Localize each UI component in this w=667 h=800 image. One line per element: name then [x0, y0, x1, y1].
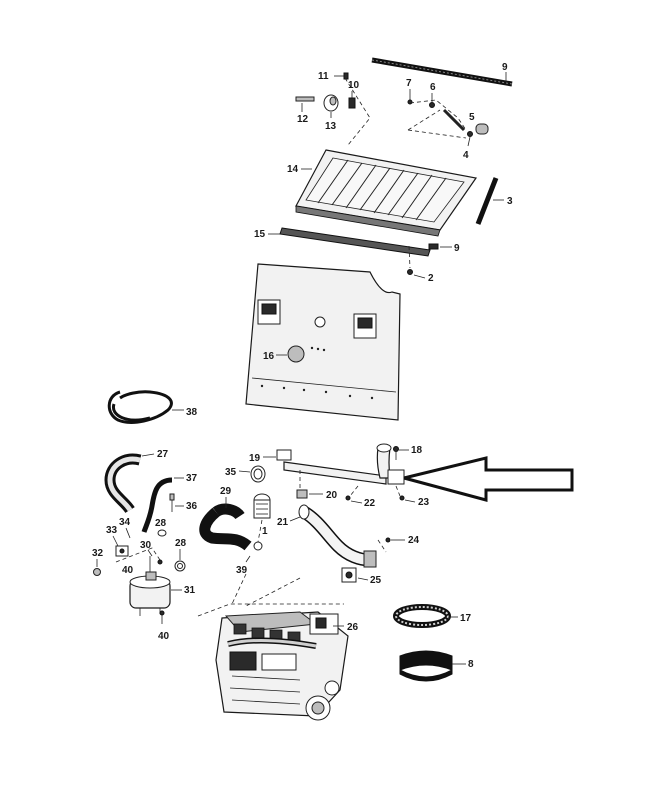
- callout-12: 12: [297, 114, 309, 125]
- callout-32: 32: [92, 548, 104, 559]
- part-14-grille-frame: [295, 149, 478, 237]
- callout-25: 25: [370, 575, 382, 586]
- callout-40-upper: 40: [122, 565, 134, 576]
- callout-18: 18: [411, 445, 423, 456]
- callout-37: 37: [186, 473, 198, 484]
- part-3-side-bar: [475, 177, 499, 225]
- part-33-bracket: [115, 545, 129, 557]
- callout-5: 5: [469, 112, 475, 123]
- callout-35: 35: [225, 467, 237, 478]
- callout-11: 11: [318, 71, 329, 82]
- part-15-strip: [279, 227, 431, 257]
- callout-38: 38: [186, 407, 198, 418]
- callout-7: 7: [406, 78, 412, 89]
- part-37-hose: [141, 477, 173, 533]
- part-27-hose: [104, 453, 142, 514]
- part-16-front-panel: [245, 263, 401, 421]
- callout-10: 10: [348, 80, 360, 91]
- callout-29: 29: [220, 486, 232, 497]
- callout-24: 24: [408, 535, 420, 546]
- part-35-clamp: [250, 465, 266, 483]
- part-29-hose: [199, 503, 252, 551]
- callout-26: 26: [347, 622, 359, 633]
- pointer-arrow: [403, 456, 574, 502]
- callout-28-upper: 28: [155, 518, 167, 529]
- callout-3: 3: [507, 196, 513, 207]
- callout-9-lower: 9: [454, 243, 460, 254]
- callout-6: 6: [430, 82, 436, 93]
- part-13-bushing: [323, 94, 339, 118]
- callout-1: 1: [262, 526, 268, 537]
- callout-22: 22: [364, 498, 376, 509]
- part-12-pin: [295, 96, 315, 112]
- callout-40-lower: 40: [158, 631, 170, 642]
- part-8-belt: [399, 650, 453, 682]
- callout-27: 27: [157, 449, 169, 460]
- callout-16: 16: [263, 351, 275, 362]
- part-25-flange: [341, 567, 357, 583]
- callout-15: 15: [254, 229, 266, 240]
- callout-33: 33: [106, 525, 118, 536]
- callout-9-top: 9: [502, 62, 508, 73]
- callout-23: 23: [418, 497, 430, 508]
- part-17-belt: [393, 604, 451, 628]
- callout-20: 20: [326, 490, 338, 501]
- callout-34: 34: [119, 517, 131, 528]
- callout-8: 8: [468, 659, 474, 670]
- callout-21: 21: [277, 517, 289, 528]
- part-38-hose-coil: [107, 390, 173, 424]
- callout-36: 36: [186, 501, 198, 512]
- callout-14: 14: [287, 164, 299, 175]
- part-5-strut: [442, 108, 489, 135]
- part-1-hose: [253, 493, 271, 519]
- callout-39: 39: [236, 565, 248, 576]
- callout-4: 4: [463, 150, 469, 161]
- callout-28-lower: 28: [175, 538, 187, 549]
- part-11-bolt: [334, 72, 349, 80]
- part-26-engine: [215, 611, 349, 721]
- part-9-top-bar: [371, 57, 513, 87]
- callout-17: 17: [460, 613, 472, 624]
- part-10-spring: [348, 91, 356, 109]
- part-19-pipe-assembly: [276, 443, 405, 485]
- callout-2: 2: [428, 273, 434, 284]
- callout-13: 13: [325, 121, 337, 132]
- part-31-coolant-tank: [129, 556, 171, 616]
- callout-30: 30: [140, 540, 152, 551]
- callout-31: 31: [184, 585, 196, 596]
- part-21-hose: [298, 504, 377, 568]
- callout-19: 19: [249, 453, 261, 464]
